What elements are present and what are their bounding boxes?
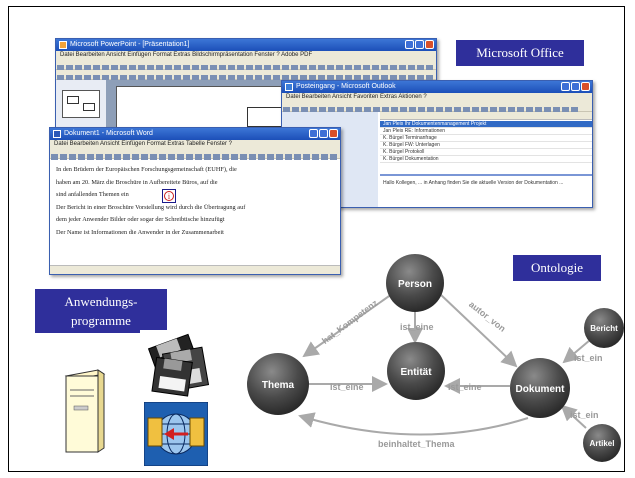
edge-bericht-ist-ein [562,339,591,364]
document-line: sind anfallenden Themen ein [56,191,129,199]
node-label-artikel: Artikel [590,439,615,448]
document-line: Der Name ist Informationen die Anwender … [56,228,224,236]
node-entitaet[interactable]: Entität [387,342,445,400]
word-window[interactable]: Dokument1 - Microsoft Word Datei Bearbei… [49,127,341,275]
edge-label-autor-von: autor_von [467,299,507,334]
word-app-icon [53,130,61,138]
node-dokument[interactable]: Dokument [510,358,570,418]
mail-row[interactable]: K. Bürgel FW: Unterlagen [380,142,592,149]
outlook-titlebar[interactable]: Posteingang - Microsoft Outlook [282,81,592,93]
outlook-toolbar[interactable] [282,102,592,114]
powerpoint-toolbar[interactable] [56,60,436,90]
ontology-label: Ontologie [513,255,601,281]
window-controls[interactable] [405,40,434,49]
minimize-icon[interactable] [561,82,570,91]
mail-row[interactable]: K. Bürgel Terminanfrage [380,135,592,142]
close-icon[interactable] [581,82,590,91]
document-text: In den Brüdern der Europäischen Forschun… [56,164,334,240]
server-icon [64,369,106,453]
edge-beinhaltet-thema [298,412,529,436]
minimize-icon[interactable] [405,40,414,49]
edge-label-beinhaltet-thema: beinhaltet_Thema [378,439,456,449]
edge-autor-von [439,293,518,368]
outlook-title: Posteingang - Microsoft Outlook [296,83,396,90]
edge-artikel-ist-ein [560,404,587,429]
word-menubar[interactable]: Datei Bearbeiten Ansicht Einfügen Format… [50,140,340,149]
applications-label: Anwendungs- programme [35,289,167,333]
window-controls[interactable] [561,82,590,91]
mail-row[interactable]: Jan Pleis RE: Informationen [380,128,592,135]
document-line: In den Brüdern der Europäischen Forschun… [56,166,237,173]
close-icon[interactable] [329,129,338,138]
powerpoint-menubar[interactable]: Datei Bearbeiten Ansicht Einfügen Format… [56,51,436,60]
powerpoint-title: Microsoft PowerPoint - [Präsentation1] [70,41,190,48]
node-label-thema: Thema [262,380,295,391]
applications-label-line1: Anwendungs- [64,294,138,309]
word-toolbar[interactable] [50,149,340,179]
powerpoint-format-toolbar[interactable] [56,70,436,82]
mail-list[interactable]: Jan Pleis Ihr Dokumentenmanagement Proje… [380,121,592,163]
node-label-dokument: Dokument [516,384,566,395]
maximize-icon[interactable] [571,82,580,91]
mail-row[interactable]: K. Bürgel Dokumentation [380,156,592,163]
mail-row[interactable]: K. Bürgel Protokoll [380,149,592,156]
maximize-icon[interactable] [319,129,328,138]
powerpoint-titlebar[interactable]: Microsoft PowerPoint - [Präsentation1] [56,39,436,51]
word-title: Dokument1 - Microsoft Word [64,130,153,137]
mail-row[interactable]: Jan Pleis Ihr Dokumentenmanagement Proje… [380,121,592,128]
edge-label-dokument-ist-eine: ist_eine [448,382,482,392]
office-label: Microsoft Office [456,40,584,66]
node-label-entitaet: Entität [400,367,432,378]
powerpoint-app-icon [59,41,67,49]
word-document-area[interactable]: In den Brüdern der Europäischen Forschun… [50,160,340,274]
close-icon[interactable] [425,40,434,49]
node-label-person: Person [398,279,432,290]
word-drawing-toolbar[interactable] [50,265,340,274]
maximize-icon[interactable] [415,40,424,49]
network-globe-icon [144,402,208,466]
document-line: Der Bericht in einer Broschüre Vorstellu… [56,203,246,211]
edge-label-person-ist-eine: ist_eine [400,322,434,332]
edge-label-thema-ist-eine: ist_eine [330,382,364,392]
applications-label-line2: programme [71,313,131,328]
node-person[interactable]: Person [386,254,444,312]
slide-thumbnail[interactable] [62,90,100,118]
mail-preview: Hallo Kollegen, ... in Anhang finden Sie… [380,174,592,207]
edge-hat-kompetenz [302,293,393,358]
window-controls[interactable] [309,129,338,138]
node-label-bericht: Bericht [590,324,618,333]
node-thema[interactable]: Thema [247,353,309,415]
node-artikel[interactable]: Artikel [583,424,621,462]
edge-label-bericht-ist-ein: ist_ein [574,353,603,363]
word-titlebar[interactable]: Dokument1 - Microsoft Word [50,128,340,140]
mail-list-header[interactable] [380,112,592,120]
edge-label-hat-kompetenz: hat_Kompetenz [320,297,380,346]
floppy-disks-icon [140,330,220,400]
document-line: dem jeder Anwender Bilder oder sogar der… [56,216,225,224]
edge-label-artikel-ist-ein: ist_ein [570,410,599,420]
node-bericht[interactable]: Bericht [584,308,624,348]
outlook-app-icon [285,83,293,91]
minimize-icon[interactable] [309,129,318,138]
info-marker-icon[interactable]: i [162,189,176,203]
document-line: haben am 20. März die Broschüre in Aufbe… [56,178,218,186]
outlook-menubar[interactable]: Datei Bearbeiten Ansicht Favoriten Extra… [282,93,592,102]
